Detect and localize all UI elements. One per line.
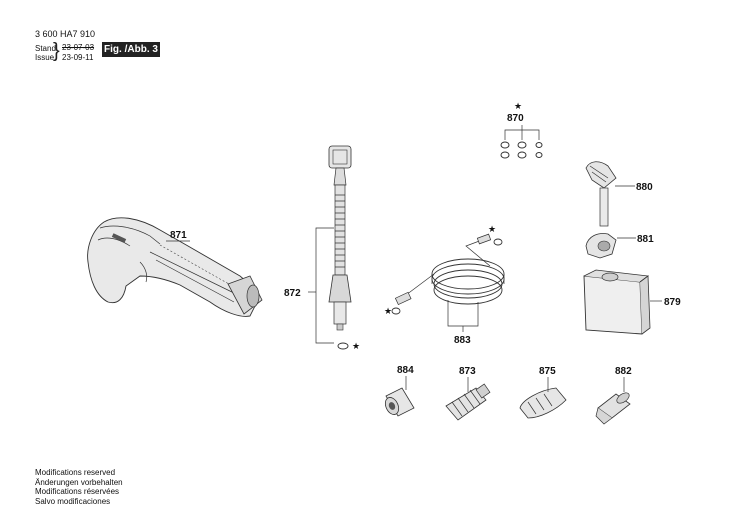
callout-875: 875 <box>539 366 556 377</box>
callout-882: 882 <box>615 366 632 377</box>
spare-star-883b: ★ <box>488 225 496 235</box>
callout-884: 884 <box>397 365 414 376</box>
footer-line-fr: Modifications réservées <box>35 487 120 496</box>
stand-label: Stand <box>35 44 56 53</box>
callout-873: 873 <box>459 366 476 377</box>
footer-notice: Modifications reserved Änderungen vorbeh… <box>35 468 123 506</box>
callout-870: 870 <box>507 113 524 124</box>
nozzle-875-drawing <box>519 387 567 419</box>
adapter-882-drawing <box>595 392 631 425</box>
nozzle-884-drawing <box>384 387 415 417</box>
figure-badge: Fig. /Abb. 3 <box>102 42 160 57</box>
callout-881: 881 <box>637 234 654 245</box>
issue-label: Issue <box>35 53 55 62</box>
nozzle-873-drawing <box>445 383 491 421</box>
trigger-gun-drawing <box>87 217 263 317</box>
footer-line-en: Modifications reserved <box>35 468 116 477</box>
callout-872: 872 <box>284 288 301 299</box>
stand-date: 23-07-03 <box>62 43 95 52</box>
callout-871: 871 <box>170 230 187 241</box>
footer-line-es: Salvo modificaciones <box>35 496 111 506</box>
callout-879: 879 <box>664 297 681 308</box>
leader-872 <box>315 227 334 344</box>
callout-883: 883 <box>454 335 471 346</box>
footer-line-de: Änderungen vorbehalten <box>35 477 123 487</box>
document-number: 3 600 HA7 910 <box>35 29 96 39</box>
header-brace: } <box>53 40 60 62</box>
callout-880: 880 <box>636 182 653 193</box>
detergent-tube-drawing <box>585 161 617 227</box>
spare-star-870: ★ <box>514 102 522 112</box>
tank-cap-drawing <box>585 233 617 259</box>
spare-star-872: ★ <box>352 342 360 352</box>
hose-coil-drawing <box>391 233 505 315</box>
issue-date: 23-09-11 <box>62 53 94 62</box>
spare-star-883a: ★ <box>384 307 392 317</box>
detergent-tank-drawing <box>583 269 651 335</box>
o-ring-set-drawing <box>500 125 543 159</box>
lance-drawing <box>328 145 352 350</box>
